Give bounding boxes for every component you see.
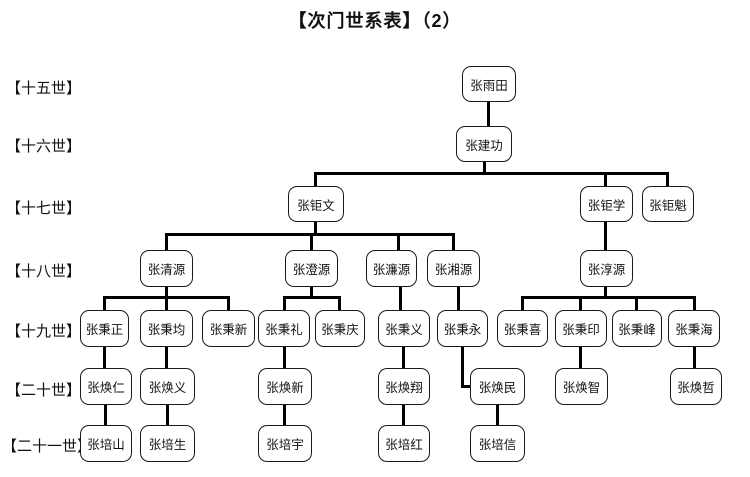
connector-line — [310, 287, 313, 296]
connector-line — [461, 347, 464, 388]
connector-line — [457, 287, 460, 310]
generation-label: 【二十世】 — [6, 382, 82, 399]
tree-node: 张建功 — [456, 126, 512, 162]
tree-node: 张秉喜 — [497, 310, 548, 347]
connector-line — [314, 172, 317, 187]
tree-node: 张焕哲 — [670, 368, 722, 405]
tree-node: 张湘源 — [427, 250, 480, 287]
connector-line — [399, 287, 402, 310]
tree-node: 张焕翔 — [378, 368, 430, 405]
tree-node: 张秉印 — [555, 310, 607, 347]
tree-node: 张钜魁 — [642, 186, 694, 222]
connector-line — [452, 233, 455, 250]
tree-node: 张焕智 — [555, 368, 608, 405]
tree-node: 张淳源 — [580, 250, 633, 287]
connector-line — [521, 296, 524, 310]
tree-node: 张秉礼 — [258, 310, 310, 347]
connector-line — [604, 222, 607, 250]
connector-line — [604, 172, 607, 187]
tree-node: 张清源 — [140, 250, 193, 287]
connector-line — [227, 296, 230, 310]
connector-line — [635, 296, 638, 310]
generation-label: 【十八世】 — [6, 263, 82, 280]
connector-line — [283, 347, 286, 368]
connector-line — [496, 405, 499, 425]
connector-line — [283, 296, 286, 310]
tree-node: 张秉均 — [140, 310, 193, 347]
tree-node: 张培山 — [80, 425, 132, 462]
generation-label: 【十九世】 — [6, 323, 82, 340]
tree-node: 张秉正 — [80, 310, 129, 347]
generation-label: 【十七世】 — [6, 200, 82, 217]
connector-line — [310, 233, 313, 250]
tree-node: 张秉义 — [378, 310, 430, 347]
connector-line — [283, 296, 341, 299]
tree-node: 张秉峰 — [612, 310, 662, 347]
connector-line — [283, 405, 286, 425]
connector-line — [338, 296, 341, 310]
connector-line — [314, 172, 669, 175]
connector-line — [483, 162, 486, 175]
connector-line — [165, 347, 168, 368]
connector-line — [103, 296, 230, 299]
connector-line — [314, 222, 317, 236]
generation-label: 【十六世】 — [6, 138, 82, 155]
tree-node: 张培宇 — [258, 425, 312, 462]
connector-line — [103, 296, 106, 310]
tree-node: 张雨田 — [462, 66, 516, 102]
tree-node: 张培信 — [470, 425, 525, 462]
tree-node: 张濂源 — [366, 250, 417, 287]
tree-node: 张秉新 — [202, 310, 255, 347]
connector-line — [579, 296, 582, 310]
connector-line — [402, 347, 405, 368]
tree-node: 张钜学 — [580, 186, 633, 222]
tree-node: 张培红 — [378, 425, 430, 462]
connector-line — [104, 405, 107, 425]
connector-line — [521, 296, 696, 299]
connector-line — [166, 405, 169, 425]
tree-node: 张焕义 — [140, 368, 195, 405]
tree-node: 张培生 — [140, 425, 195, 462]
connector-line — [604, 287, 607, 296]
generation-label: 【十五世】 — [6, 80, 82, 97]
connector-line — [693, 296, 696, 310]
connector-line — [666, 172, 669, 187]
connector-line — [165, 233, 168, 250]
tree-node: 张秉海 — [668, 310, 720, 347]
tree-node: 张焕仁 — [80, 368, 132, 405]
connector-line — [693, 347, 696, 368]
connector-line — [487, 102, 490, 126]
generation-label: 【二十一世】 — [2, 438, 93, 455]
tree-node: 张秉庆 — [315, 310, 365, 347]
connector-line — [397, 233, 400, 250]
tree-node: 张焕新 — [258, 368, 312, 405]
connector-line — [103, 347, 106, 368]
tree-node: 张澄源 — [285, 250, 338, 287]
page-title: 【次门世系表】（2） — [288, 11, 462, 31]
connector-line — [461, 385, 471, 388]
tree-node: 张钜文 — [288, 186, 344, 222]
connector-line — [579, 347, 582, 368]
connector-line — [402, 405, 405, 425]
tree-node: 张秉永 — [437, 310, 488, 347]
tree-node: 张焕民 — [470, 368, 525, 405]
